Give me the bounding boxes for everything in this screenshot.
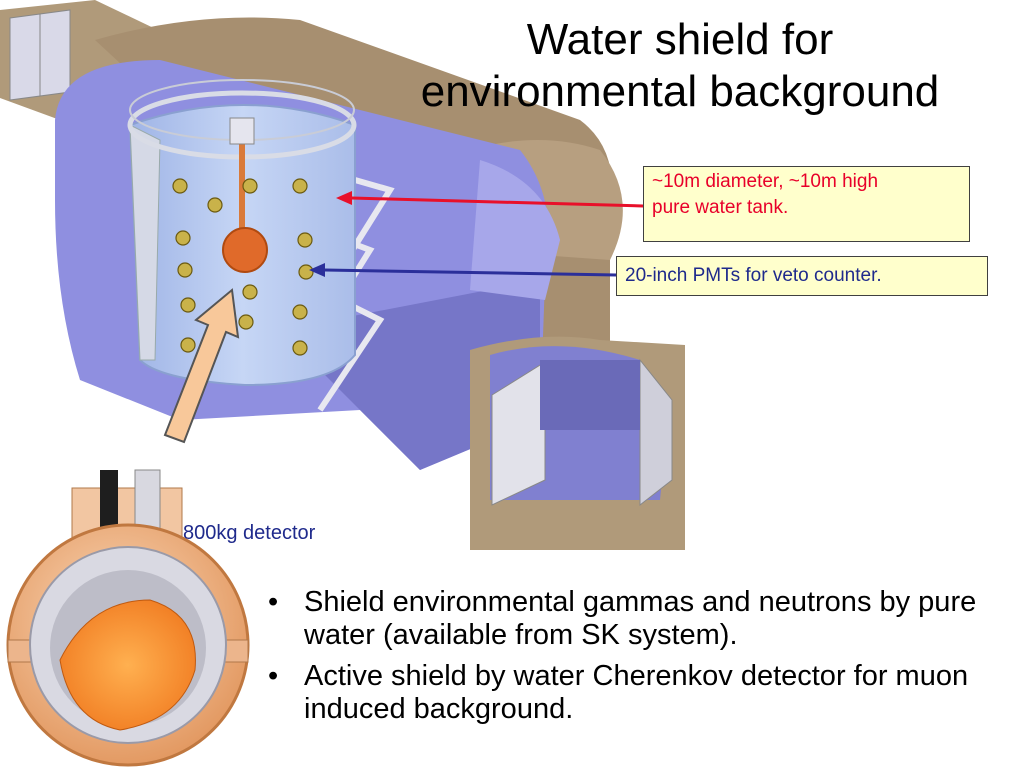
tank-callout-arrow (336, 191, 644, 208)
bullet-text: Active shield by water Cherenkov detecto… (304, 660, 969, 725)
title-line-1: Water shield for (526, 15, 834, 64)
detector-label: 800kg detector (183, 522, 316, 544)
pmt-icon (180, 297, 196, 313)
pmt-icon (172, 178, 188, 194)
bullet-item: • Shield environmental gammas and neutro… (262, 586, 1002, 652)
pmt-icon (180, 337, 196, 353)
pmt-icon (207, 197, 223, 213)
pmt-icon (175, 230, 191, 246)
front-tunnel (470, 336, 685, 550)
water-tank (127, 79, 357, 387)
tank-callout-line-1: ~10m diameter, ~10m high (652, 171, 879, 192)
pmt-icon (292, 304, 308, 320)
pmt-icon (242, 178, 258, 194)
pmt-icon (298, 264, 314, 280)
tank-callout: ~10m diameter, ~10m high pure water tank… (643, 166, 970, 242)
pmt-icon (242, 284, 258, 300)
bullet-symbol: • (268, 586, 279, 618)
detector-arrow (163, 288, 240, 444)
pmt-icon (177, 262, 193, 278)
bullet-item: • Active shield by water Cherenkov detec… (262, 660, 1002, 726)
bullet-text: Shield environmental gammas and neutrons… (304, 586, 977, 651)
title-line-2: environmental background (420, 67, 940, 116)
pmt-array (172, 178, 314, 356)
pmt-icon (297, 232, 313, 248)
pmt-icon (292, 178, 308, 194)
slide-title: Water shield for environmental backgroun… (360, 14, 1000, 118)
detector-sphere-illustration (6, 469, 250, 767)
pmt-icon (292, 340, 308, 356)
pmt-icon (238, 314, 254, 330)
bullet-list: • Shield environmental gammas and neutro… (262, 586, 1002, 734)
pmt-callout: 20-inch PMTs for veto counter. (616, 256, 988, 296)
tank-callout-line-2: pure water tank. (652, 197, 789, 218)
bullet-symbol: • (268, 660, 279, 692)
pmt-callout-arrow (309, 263, 617, 277)
